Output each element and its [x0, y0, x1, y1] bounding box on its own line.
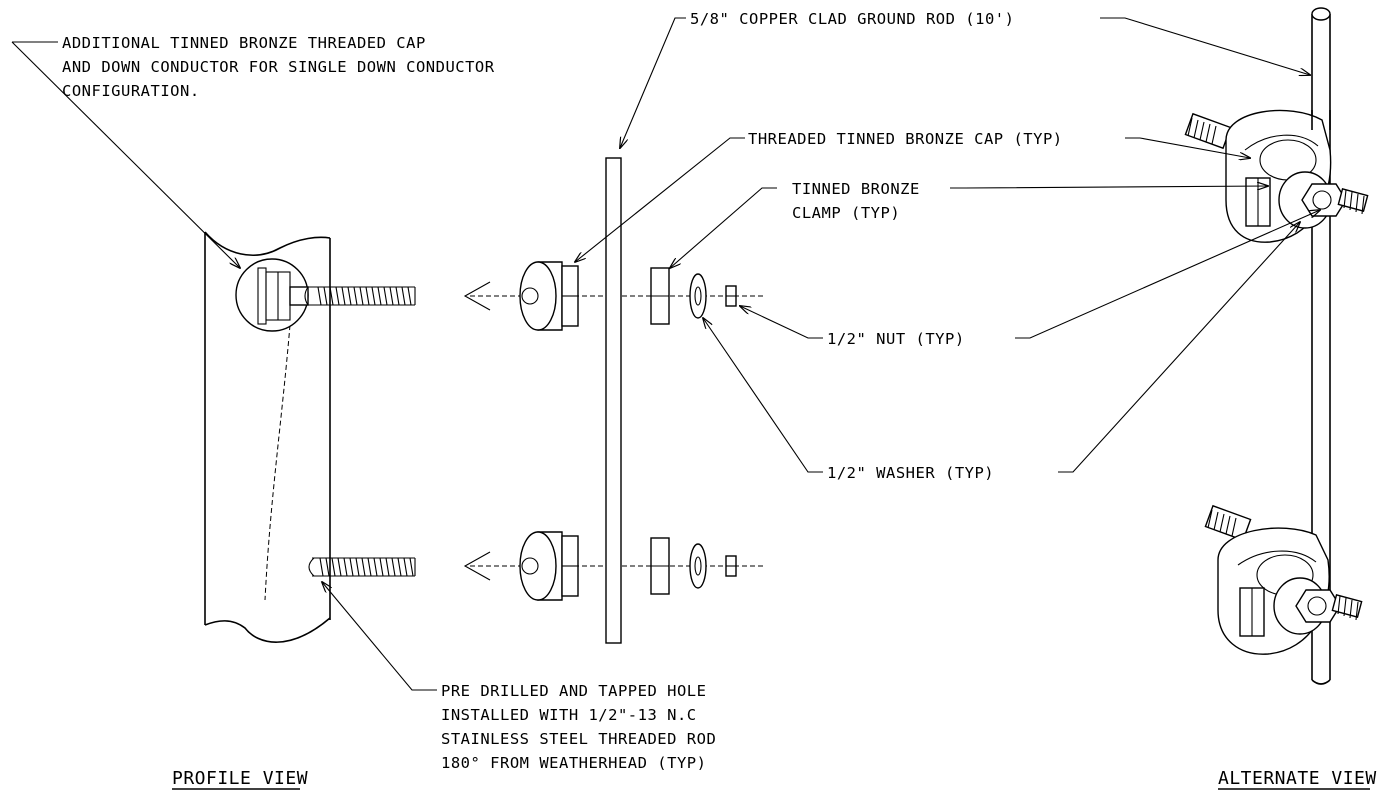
alt-lower-clamp — [1204, 504, 1363, 655]
upper-cap — [519, 261, 579, 331]
additional-cap-label-line3: CONFIGURATION. — [62, 82, 200, 100]
profile-view-pole — [204, 231, 416, 643]
profile-view-title: PROFILE VIEW — [172, 768, 308, 789]
annotation-labels: ADDITIONAL TINNED BRONZE THREADED CAP AN… — [62, 10, 1063, 772]
alternate-view-title: ALTERNATE VIEW — [1218, 768, 1377, 789]
nut-label: 1/2" NUT (TYP) — [827, 330, 965, 348]
hole-label-line2: INSTALLED WITH 1/2"-13 N.C — [441, 706, 697, 724]
lower-clamp — [650, 537, 670, 595]
lower-direction-arrow — [463, 551, 491, 581]
ground-rod-profile — [605, 157, 622, 644]
upper-clamp — [650, 267, 670, 325]
hidden-down-conductor — [264, 324, 291, 601]
threaded-cap-label: THREADED TINNED BRONZE CAP (TYP) — [748, 130, 1063, 148]
upper-direction-arrow — [463, 281, 491, 311]
hole-label-line4: 180° FROM WEATHERHEAD (TYP) — [441, 754, 706, 772]
upper-washer — [689, 273, 707, 319]
leader-lines — [11, 17, 1320, 691]
exploded-assembly — [463, 157, 765, 644]
upper-threaded-rod — [289, 286, 416, 306]
lower-cap — [519, 531, 579, 601]
alt-upper-clamp — [1184, 109, 1369, 243]
lower-washer — [689, 543, 707, 589]
hole-label-line1: PRE DRILLED AND TAPPED HOLE — [441, 682, 706, 700]
lower-threaded-rod — [308, 557, 416, 577]
alternate-view — [1184, 7, 1369, 685]
additional-cap-label-line1: ADDITIONAL TINNED BRONZE THREADED CAP — [62, 34, 426, 52]
washer-label: 1/2" WASHER (TYP) — [827, 464, 994, 482]
pole-bottom-curve — [204, 617, 331, 643]
additional-cap-label-line2: AND DOWN CONDUCTOR FOR SINGLE DOWN CONDU… — [62, 58, 495, 76]
clamp-label-line1: TINNED BRONZE — [792, 180, 920, 198]
hole-label-line3: STAINLESS STEEL THREADED ROD — [441, 730, 716, 748]
clamp-label-line2: CLAMP (TYP) — [792, 204, 900, 222]
ground-rod-label: 5/8" COPPER CLAD GROUND ROD (10') — [690, 10, 1014, 28]
pole-top-curve — [204, 231, 331, 256]
view-titles: PROFILE VIEW ALTERNATE VIEW — [172, 768, 1377, 790]
